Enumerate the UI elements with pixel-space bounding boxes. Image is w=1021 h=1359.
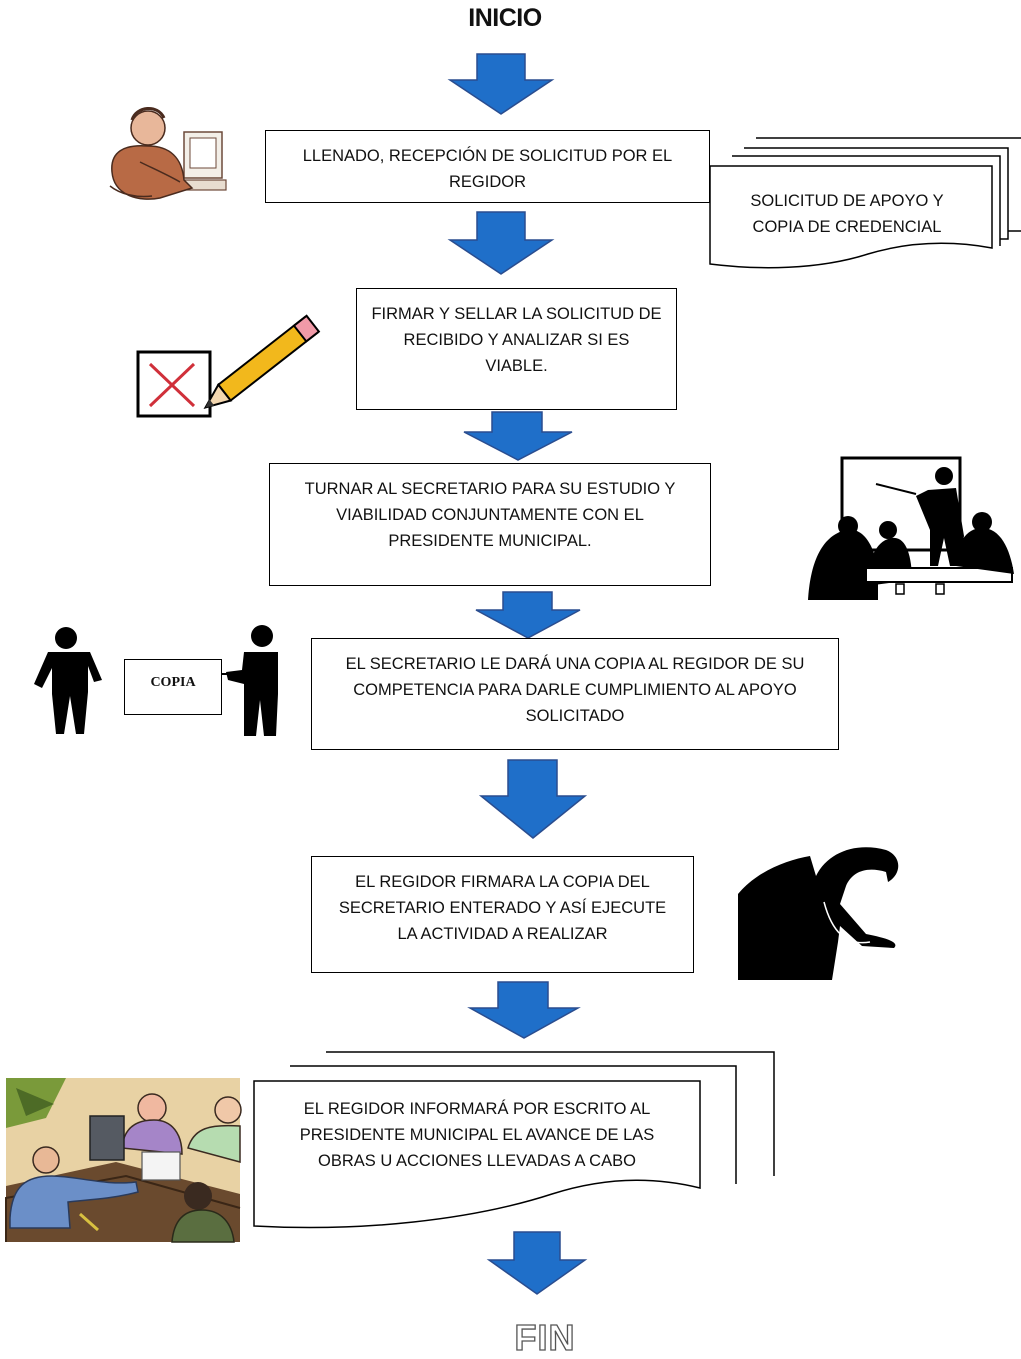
flow-arrow-5 xyxy=(478,759,588,839)
presentation-meeting-icon xyxy=(808,456,1014,600)
copy-label: COPIA xyxy=(150,675,196,690)
step-box-1: LLENADO, RECEPCIÓN DE SOLICITUD POR EL R… xyxy=(265,130,710,203)
step-box-5: EL REGIDOR FIRMARA LA COPIA DEL SECRETAR… xyxy=(311,856,694,973)
bent-man-silhouette-icon xyxy=(738,847,899,980)
checkbox-pencil-icon xyxy=(136,314,321,418)
step-1-text: LLENADO, RECEPCIÓN DE SOLICITUD POR EL R… xyxy=(302,147,673,191)
document-stack-request xyxy=(709,137,1021,269)
document-request-text: SOLICITUD DE APOYO Y COPIA DE CREDENCIAL xyxy=(750,192,944,236)
step-2-text: FIRMAR Y SELLAR LA SOLICITUD DE RECIBIDO… xyxy=(371,305,662,375)
office-meeting-clipart-icon xyxy=(5,1078,242,1243)
flow-arrow-7 xyxy=(486,1231,588,1295)
flow-arrow-4 xyxy=(475,591,581,639)
document-stack-report xyxy=(253,1051,775,1229)
copy-label-box: COPIA xyxy=(124,659,222,715)
step-4-text: EL SECRETARIO LE DARÁ UNA COPIA AL REGID… xyxy=(345,655,805,725)
step-3-text: TURNAR AL SECRETARIO PARA SU ESTUDIO Y V… xyxy=(304,480,676,550)
flow-arrow-3 xyxy=(463,411,573,461)
flow-arrow-6 xyxy=(467,981,581,1039)
step-5-text: EL REGIDOR FIRMARA LA COPIA DEL SECRETAR… xyxy=(338,873,667,943)
person-at-computer-icon xyxy=(109,107,227,200)
start-label: INICIO xyxy=(468,4,542,32)
two-people-silhouette-icon xyxy=(34,625,278,736)
end-label: FIN xyxy=(514,1316,576,1358)
document-report-text: EL REGIDOR INFORMARÁ POR ESCRITO AL PRES… xyxy=(299,1100,655,1170)
step-box-4: EL SECRETARIO LE DARÁ UNA COPIA AL REGID… xyxy=(311,638,839,750)
flow-arrow-1 xyxy=(447,53,555,115)
flow-arrow-2 xyxy=(447,211,555,275)
step-box-3: TURNAR AL SECRETARIO PARA SU ESTUDIO Y V… xyxy=(269,463,711,586)
step-box-2: FIRMAR Y SELLAR LA SOLICITUD DE RECIBIDO… xyxy=(356,288,677,410)
